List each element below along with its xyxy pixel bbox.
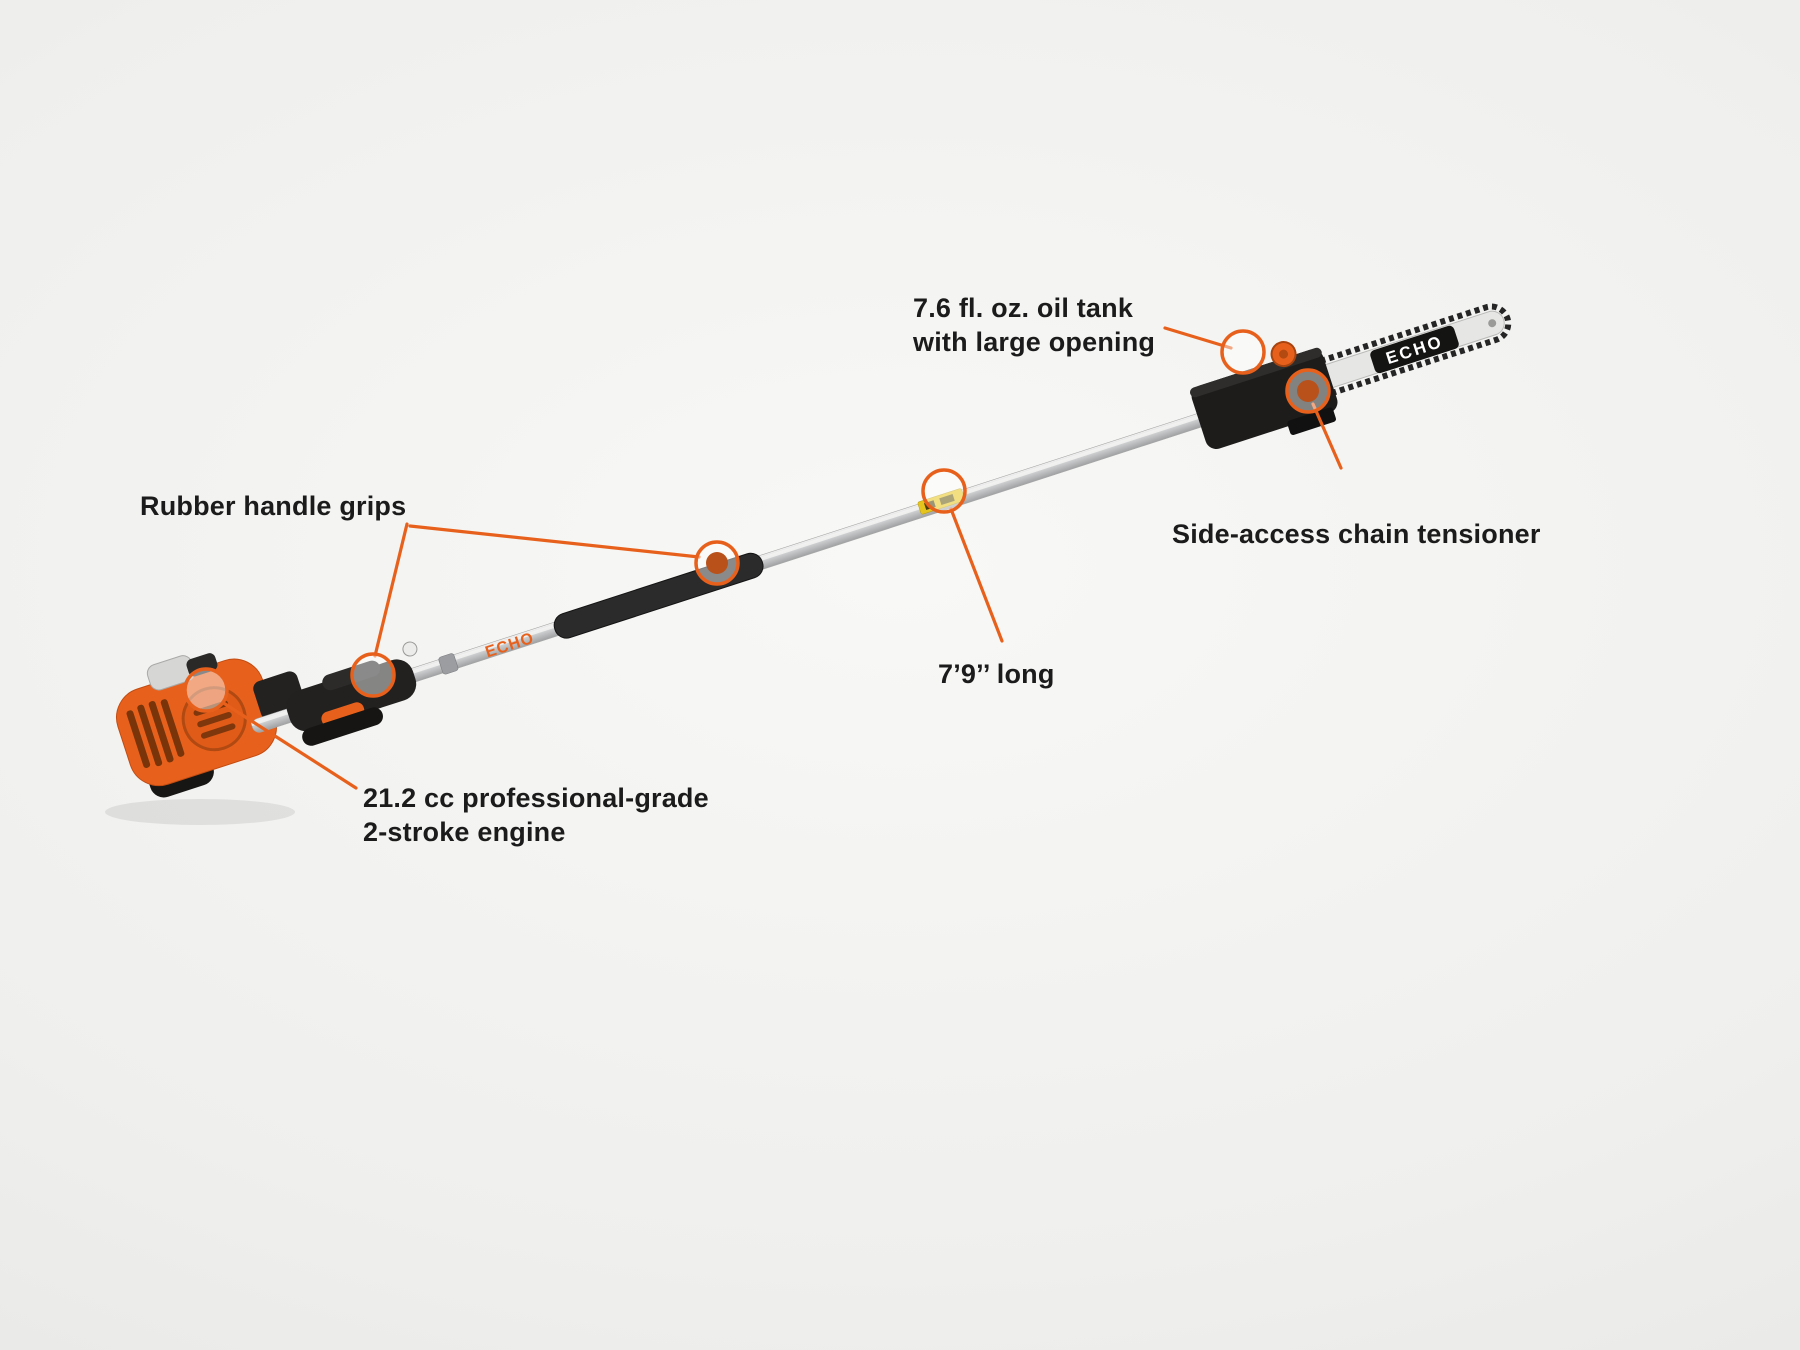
callout-label-chain-tensioner: Side-access chain tensioner [1172, 519, 1541, 549]
primer-bulb [402, 641, 418, 657]
shaft-assembly: ECHO ECHO [250, 303, 1512, 746]
callout-line-length [949, 507, 1004, 643]
callout-line-handle-grip [408, 524, 701, 559]
bar-tip-sprocket [1488, 319, 1497, 328]
foam-grip [553, 552, 764, 639]
trigger-handle [286, 641, 418, 746]
callout-label-oil-tank: 7.6 fl. oz. oil tank with large opening [913, 293, 1156, 358]
shaft-joint-collar [438, 653, 459, 675]
callout-line-handle-front [373, 522, 409, 658]
shaft-highlight [250, 391, 1275, 726]
callout-marker-tensioner-dot [1297, 380, 1319, 402]
callout-marker-oil-tank [1220, 329, 1266, 375]
callout-marker-engine [183, 667, 229, 713]
callout-marker-grip-dot [706, 552, 728, 574]
oil-cap-center [1279, 349, 1289, 359]
callout-line-engine [220, 700, 358, 790]
callout-label-length: 7’9’’ long [938, 659, 1055, 689]
engine-vents [126, 699, 185, 768]
engine-shadow [105, 799, 295, 825]
gear-housing [1191, 349, 1338, 449]
head-mount-plate [1287, 407, 1336, 435]
throttle-trigger [321, 702, 365, 727]
callout-line-oil-tank [1163, 326, 1233, 350]
callout-marker-length [921, 468, 967, 514]
callout-marker-handle [350, 652, 396, 698]
bar-brand-plate [1370, 325, 1459, 374]
brand-text-shaft: ECHO [483, 630, 536, 662]
callout-label-handle-grips: Rubber handle grips [140, 491, 407, 521]
callout-line-tensioner [1311, 402, 1343, 470]
callout-markers [183, 329, 1331, 713]
callout-lines [220, 326, 1343, 790]
callout-label-engine: 21.2 cc professional-grade 2-stroke engi… [363, 783, 709, 848]
